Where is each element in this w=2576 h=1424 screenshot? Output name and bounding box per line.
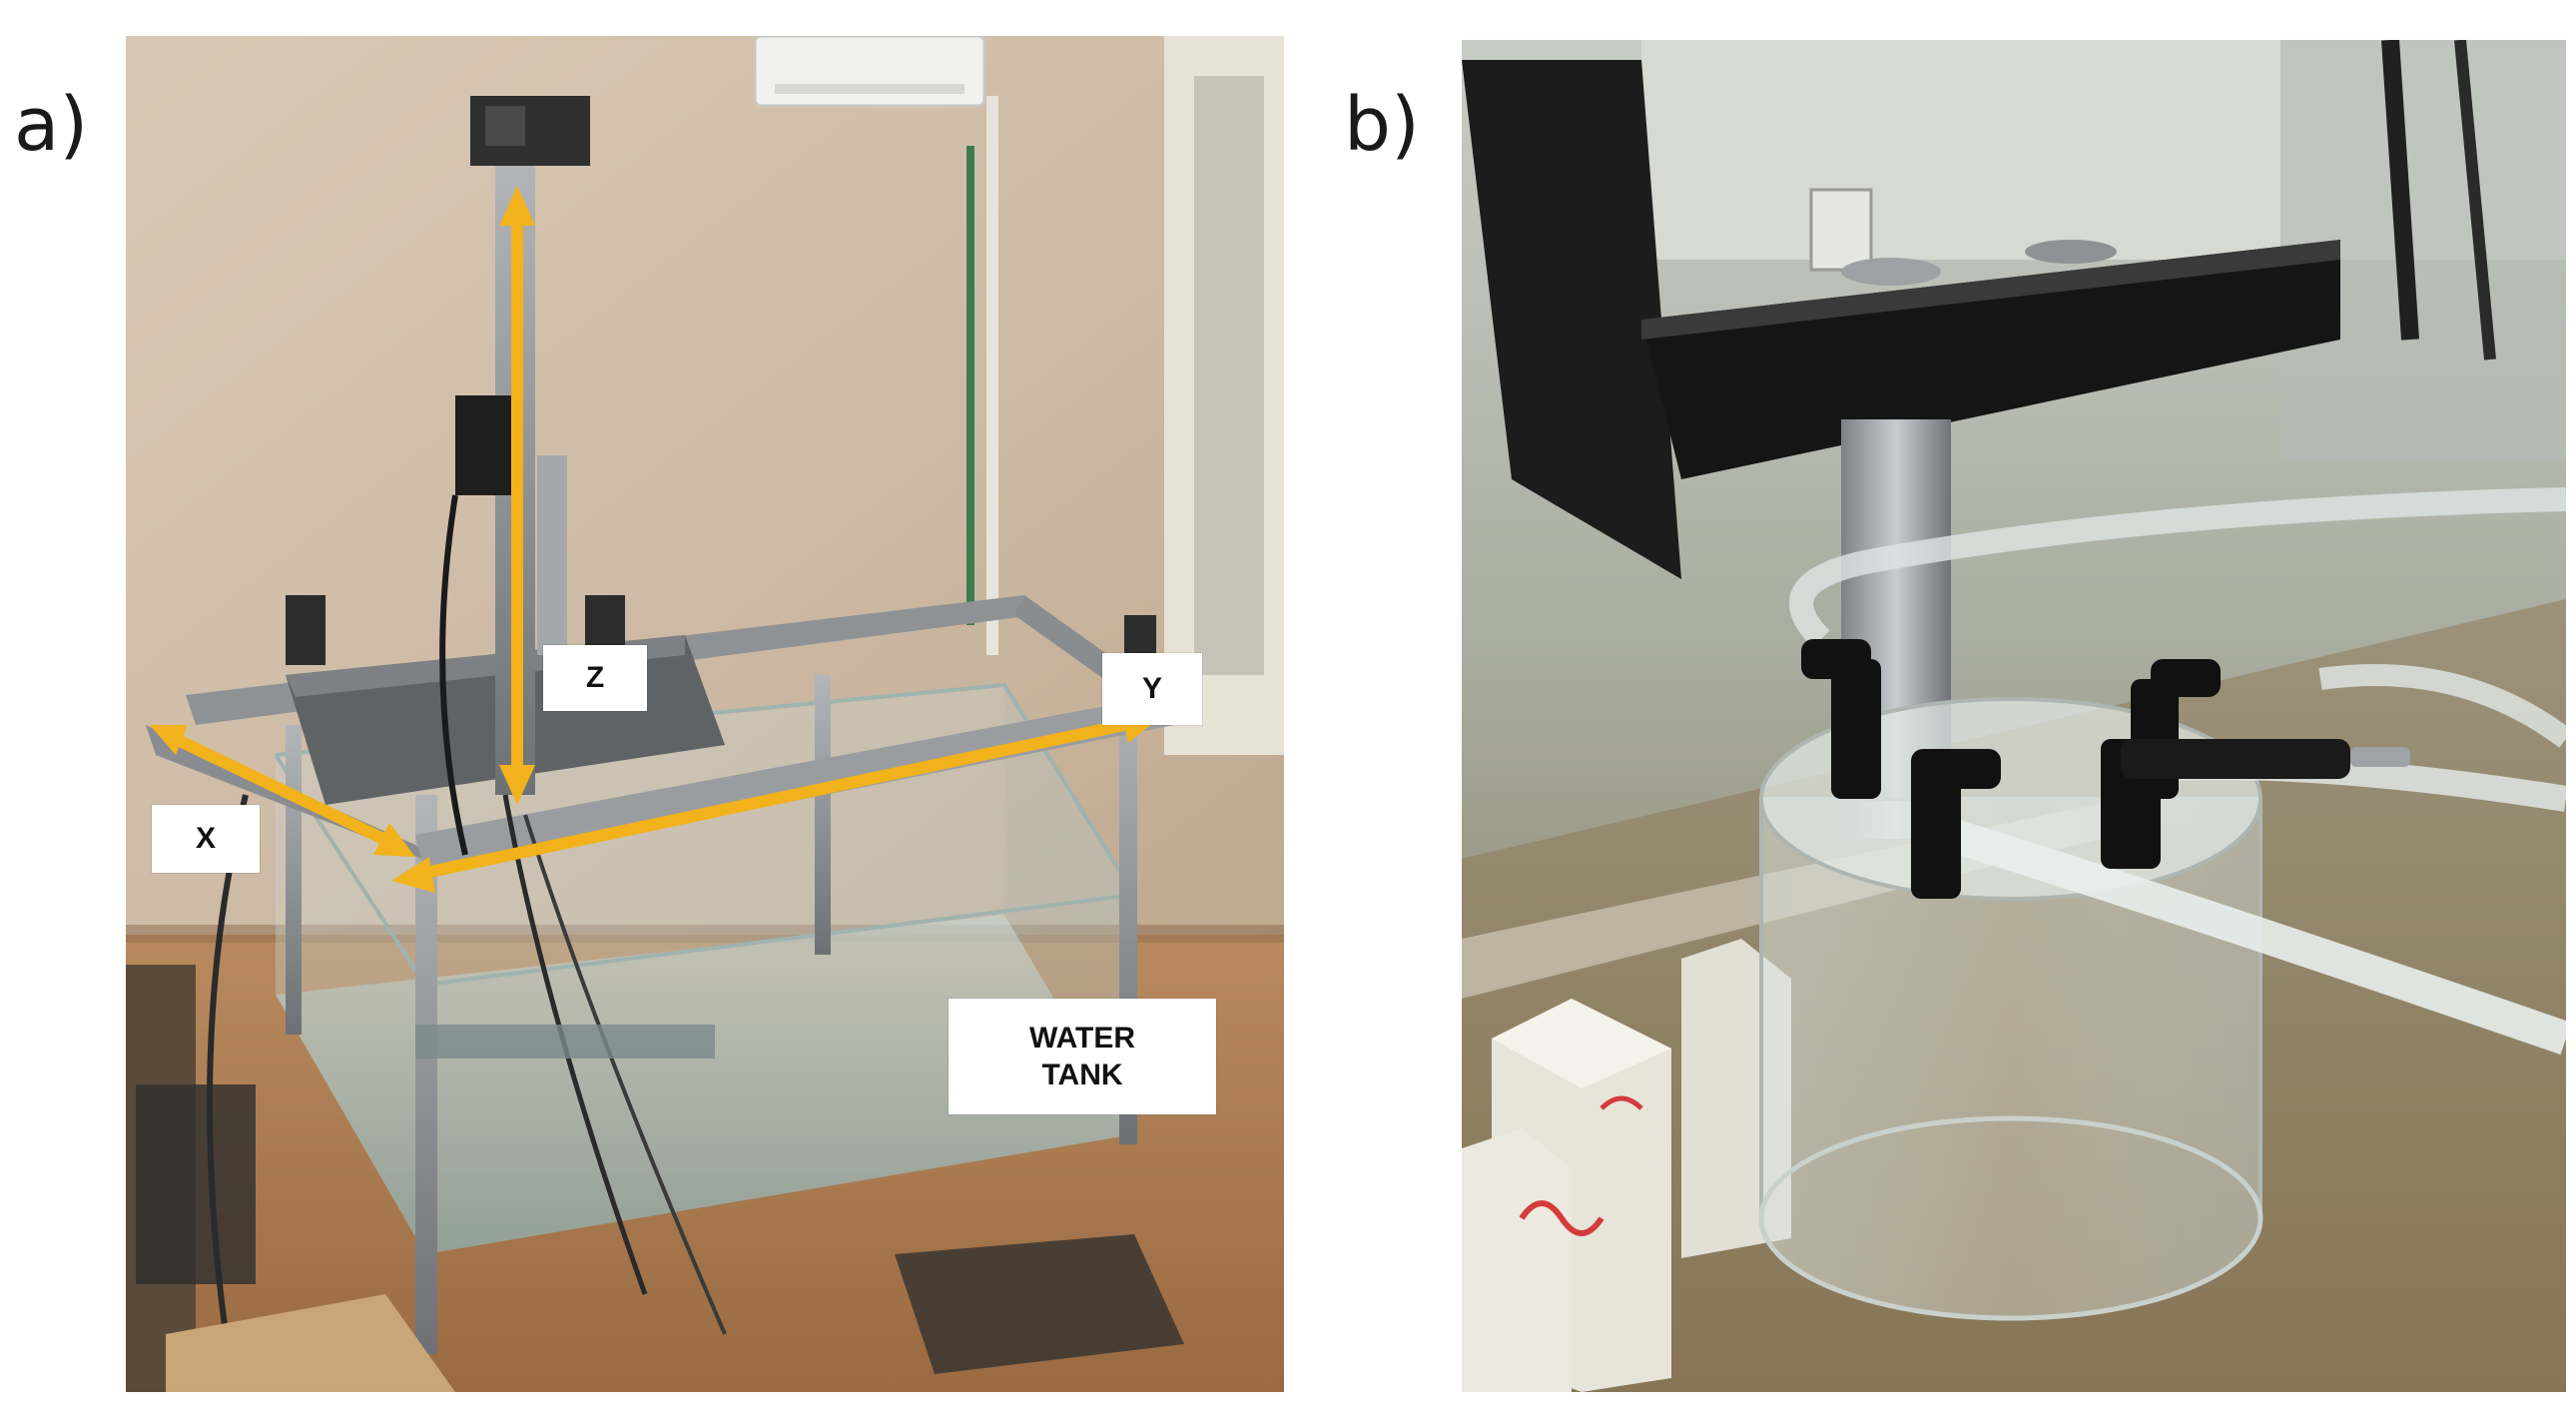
gantry-photo-illustration [126,36,1284,1392]
panel-b-letter: b) [1344,82,1420,168]
water-tank-label: WATER TANK [949,999,1216,1114]
panel-a-letter: a) [14,82,89,168]
x-axis-label: X [152,805,260,873]
y-axis-label: Y [1102,653,1202,725]
z-axis-label: Z [543,645,647,711]
gantry-photo [126,36,1284,1392]
cylinder-photo-illustration [1462,40,2566,1392]
cylinder-photo [1462,40,2566,1392]
